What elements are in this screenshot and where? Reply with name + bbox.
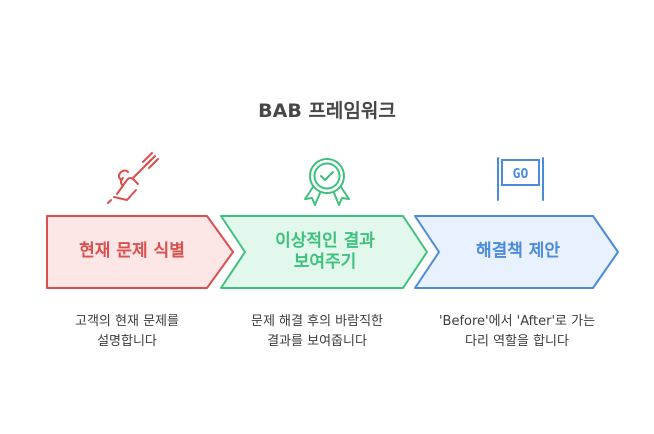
step-2-label-line-1: 이상적인 결과 xyxy=(275,230,375,251)
step-3-label: 해결책 제안 xyxy=(475,241,561,262)
diagram-title: BAB 프레임워크 xyxy=(258,100,396,122)
hand-fork-icon xyxy=(107,152,159,204)
go-sign-text: GO xyxy=(513,167,529,182)
go-sign-icon xyxy=(497,157,544,201)
step-1-label: 현재 문제 식별 xyxy=(79,241,185,262)
step-1-description: 고객의 현재 문제를 설명합니다 xyxy=(75,314,179,349)
step-2-label-line-2: 보여주기 xyxy=(293,252,357,272)
award-badge-icon xyxy=(304,158,350,206)
step-3-description: 'Before'에서 'After'로 가는 다리 역할을 합니다 xyxy=(438,314,596,349)
step-2-chevron xyxy=(220,215,428,289)
step-1-chevron xyxy=(46,215,234,289)
step-2-description: 문제 해결 후의 바람직한 결과를 보여줍니다 xyxy=(251,314,383,349)
step-3-chevron xyxy=(414,215,619,289)
step-2-label: 이상적인 결과 보여주기 xyxy=(244,218,406,286)
